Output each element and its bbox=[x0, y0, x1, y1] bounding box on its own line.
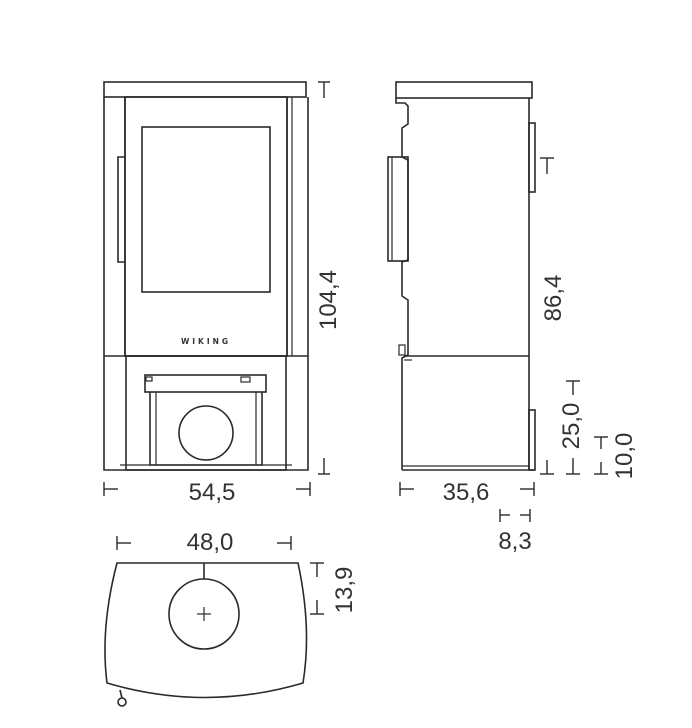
brand-logo: WIKING bbox=[181, 337, 231, 346]
top-flue-offset-dimension bbox=[310, 562, 324, 615]
side-height-dimension bbox=[540, 157, 554, 475]
top-view bbox=[104, 562, 308, 707]
side-door-handle bbox=[387, 156, 409, 262]
door-handle bbox=[117, 156, 125, 263]
side-lower-height-dimension bbox=[566, 380, 580, 475]
front-storage-tray bbox=[144, 374, 267, 393]
tray-clip-right bbox=[240, 376, 251, 383]
front-height-dimension bbox=[318, 81, 330, 475]
side-rear-panel-lower bbox=[528, 409, 536, 471]
side-view bbox=[387, 81, 536, 471]
side-offset-dimension bbox=[499, 509, 531, 522]
front-height-label: 104,4 bbox=[315, 270, 342, 330]
side-top-plate bbox=[395, 81, 533, 99]
front-body-outline bbox=[103, 97, 309, 471]
front-top-plate bbox=[103, 81, 307, 98]
front-width-dimension bbox=[103, 482, 311, 496]
side-depth-dimension bbox=[399, 482, 535, 496]
side-rear-panel-upper bbox=[528, 122, 536, 193]
top-width-label: 48,0 bbox=[187, 529, 234, 556]
front-view: WIKING bbox=[103, 81, 309, 471]
front-width-label: 54,5 bbox=[189, 479, 236, 506]
top-knob bbox=[117, 697, 127, 707]
side-height-label: 86,4 bbox=[540, 275, 567, 322]
side-front-profile bbox=[395, 98, 409, 470]
top-flue-offset-label: 13,9 bbox=[331, 567, 358, 614]
side-lower-height-label: 25,0 bbox=[558, 403, 585, 450]
front-door bbox=[124, 96, 288, 357]
side-bottom-height-label: 10,0 bbox=[611, 433, 638, 480]
top-knob-stem bbox=[119, 689, 123, 699]
side-bottom-height-dimension bbox=[594, 436, 608, 475]
tray-clip-left bbox=[145, 376, 153, 382]
front-glass-window bbox=[141, 126, 271, 293]
top-width-dimension bbox=[116, 536, 292, 550]
side-hinge bbox=[398, 344, 406, 356]
side-offset-label: 8,3 bbox=[498, 528, 531, 555]
front-flue-outlet bbox=[178, 405, 234, 461]
top-view-outline bbox=[104, 562, 308, 699]
front-storage-inner bbox=[149, 392, 263, 466]
front-storage-compartment bbox=[125, 355, 287, 471]
side-depth-label: 35,6 bbox=[443, 479, 490, 506]
